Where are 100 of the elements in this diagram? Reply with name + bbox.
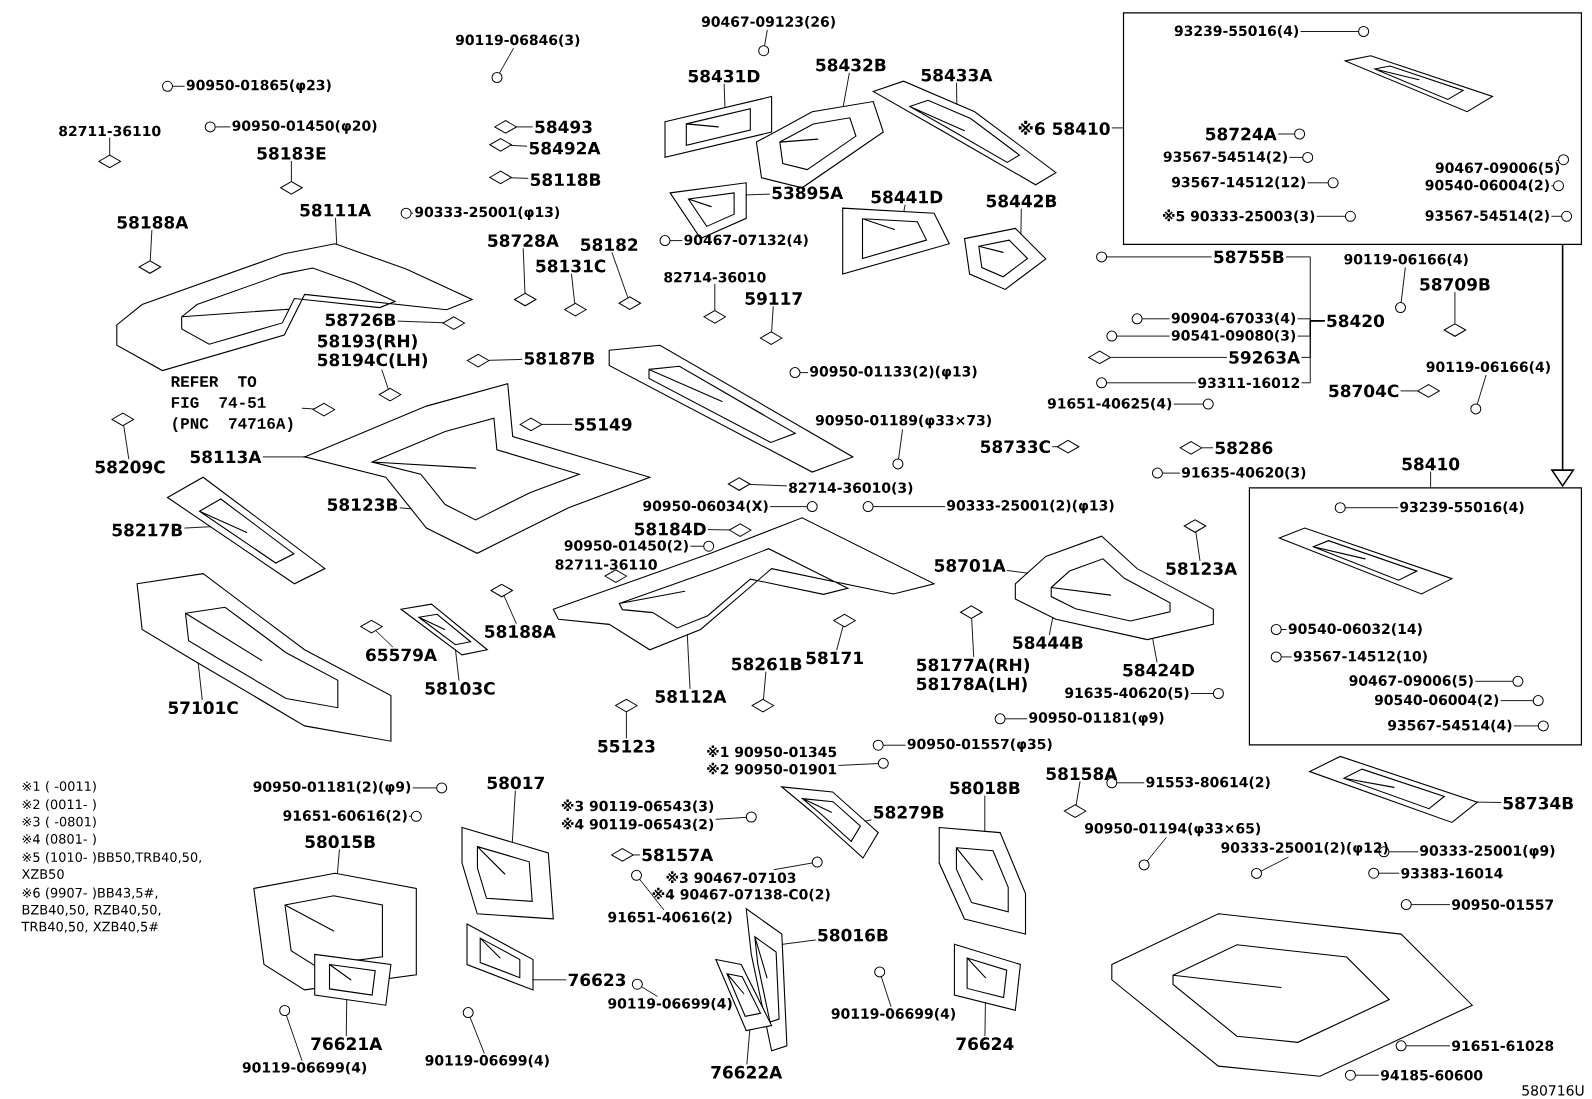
leader-line bbox=[715, 816, 747, 820]
leader-line bbox=[399, 507, 412, 510]
part-drawing bbox=[618, 296, 642, 310]
part-number: 90950-06034(X) bbox=[643, 500, 768, 513]
part-number: 58733C bbox=[980, 440, 1050, 454]
part-number: 58433A bbox=[921, 68, 993, 82]
leader-line bbox=[109, 137, 111, 155]
part-number: 58111A bbox=[300, 203, 372, 217]
fastener-drawing bbox=[811, 856, 823, 868]
part-drawing bbox=[513, 292, 537, 307]
leader-line bbox=[336, 849, 340, 875]
fastener-drawing bbox=[491, 72, 503, 83]
part-number: 90119-06699(4) bbox=[831, 1008, 955, 1021]
leader-line bbox=[873, 506, 946, 508]
part-number: 93567-54514(2) bbox=[1425, 210, 1549, 223]
part-number: 58734B bbox=[1503, 796, 1573, 810]
leader-line bbox=[123, 425, 130, 460]
part-number: 58017 bbox=[487, 776, 544, 790]
part-number: 76624 bbox=[956, 1037, 1014, 1051]
fastener-drawing bbox=[1302, 151, 1314, 163]
leader-line bbox=[781, 939, 816, 945]
leader-line bbox=[1400, 267, 1406, 303]
leader-line bbox=[971, 618, 975, 657]
body-panel-drawing bbox=[1309, 755, 1479, 823]
part-number: 58188A bbox=[485, 625, 556, 638]
part-number: 93311-16012 bbox=[1198, 377, 1300, 389]
leader-line bbox=[184, 526, 211, 529]
leader-line bbox=[984, 795, 986, 832]
fastener-drawing bbox=[1270, 651, 1282, 663]
part-number: 58187B bbox=[524, 352, 595, 365]
part-number: 91651-40625(4) bbox=[1047, 397, 1172, 411]
fastener-drawing bbox=[1096, 377, 1108, 389]
body-panel-drawing bbox=[466, 923, 534, 991]
part-number: 58112A bbox=[655, 690, 727, 703]
part-number: 82714-36010(3) bbox=[789, 482, 913, 495]
part-number: 76621A bbox=[311, 1037, 383, 1051]
part-number: 58420 bbox=[1327, 314, 1385, 328]
part-number: 90333-25001(φ9) bbox=[1420, 845, 1555, 859]
leader-line bbox=[883, 744, 906, 746]
leader-line bbox=[1476, 374, 1487, 405]
body-panel-drawing bbox=[963, 227, 1047, 291]
leader-line bbox=[898, 429, 903, 459]
leader-line bbox=[215, 126, 231, 128]
fastener-drawing bbox=[1202, 398, 1214, 410]
leader-line bbox=[723, 83, 726, 109]
part-number: ※4 90467-07138-C0(2) bbox=[652, 887, 830, 902]
leader-line bbox=[639, 879, 665, 911]
part-number: 90540-06004(2) bbox=[1374, 694, 1499, 707]
fastener-drawing bbox=[1537, 720, 1549, 732]
group-frame bbox=[1248, 487, 1582, 746]
leader-line bbox=[1556, 160, 1559, 162]
part-number: 59117 bbox=[745, 292, 802, 305]
part-number: ※5 90333-25003(3) bbox=[1163, 209, 1315, 223]
footnote: ※3 ( -0801) bbox=[22, 816, 96, 829]
part-drawing bbox=[1056, 439, 1080, 454]
leader-line bbox=[633, 854, 640, 856]
fastener-drawing bbox=[1212, 688, 1224, 699]
fastener-drawing bbox=[1395, 1040, 1407, 1052]
part-number: 58431D bbox=[688, 69, 760, 83]
fastener-drawing bbox=[994, 713, 1006, 725]
leader-line bbox=[345, 999, 348, 1037]
part-number: 90950-01557(φ35) bbox=[907, 738, 1052, 752]
fastener-drawing bbox=[789, 367, 801, 379]
body-panel-drawing bbox=[842, 207, 951, 275]
fastener-drawing bbox=[1138, 859, 1150, 871]
connector-line bbox=[1111, 127, 1124, 129]
fastener-drawing bbox=[1395, 302, 1406, 314]
fastener-drawing bbox=[1327, 177, 1339, 189]
part-drawing bbox=[280, 181, 303, 195]
part-number: 58704C bbox=[1329, 384, 1399, 398]
leader-line bbox=[1454, 291, 1456, 324]
footnote: ※6 (9907- )BB43,5#, BZB40,50, RZB40,50, TRB40,50, XZB40,5# bbox=[21, 887, 161, 933]
leader-line bbox=[511, 790, 516, 843]
part-number: 94185-60600 bbox=[1380, 1069, 1483, 1081]
part-number: 93239-55016(4) bbox=[1174, 25, 1299, 38]
connector-line bbox=[1430, 471, 1432, 488]
part-number: 58492A bbox=[529, 141, 601, 155]
part-number: 58171 bbox=[806, 651, 863, 665]
fastener-drawing bbox=[400, 207, 412, 219]
part-number: 90950-01557 bbox=[1452, 899, 1554, 910]
fastener-drawing bbox=[1096, 251, 1108, 263]
fastener-drawing bbox=[462, 1007, 474, 1019]
part-number: 58182 bbox=[581, 238, 638, 252]
leader-line bbox=[1400, 390, 1418, 392]
part-number: 90950-01194(φ33×65) bbox=[1084, 822, 1261, 837]
part-number: 90119-06846(3) bbox=[455, 34, 580, 47]
part-number: 90950-01181(2)(φ9) bbox=[253, 781, 411, 795]
part-number: 58158A bbox=[1046, 767, 1118, 781]
part-drawing bbox=[466, 353, 490, 368]
leader-line bbox=[1513, 725, 1539, 727]
leader-line bbox=[956, 82, 958, 105]
part-drawing bbox=[98, 154, 121, 169]
fastener-drawing bbox=[631, 978, 643, 990]
fastener-drawing bbox=[1106, 330, 1118, 342]
leader-line bbox=[488, 359, 523, 361]
leader-line bbox=[1475, 680, 1513, 682]
leader-line bbox=[1195, 532, 1201, 561]
body-panel-drawing bbox=[461, 826, 554, 920]
leader-line bbox=[469, 1017, 485, 1054]
part-number: 58441D bbox=[871, 190, 943, 204]
